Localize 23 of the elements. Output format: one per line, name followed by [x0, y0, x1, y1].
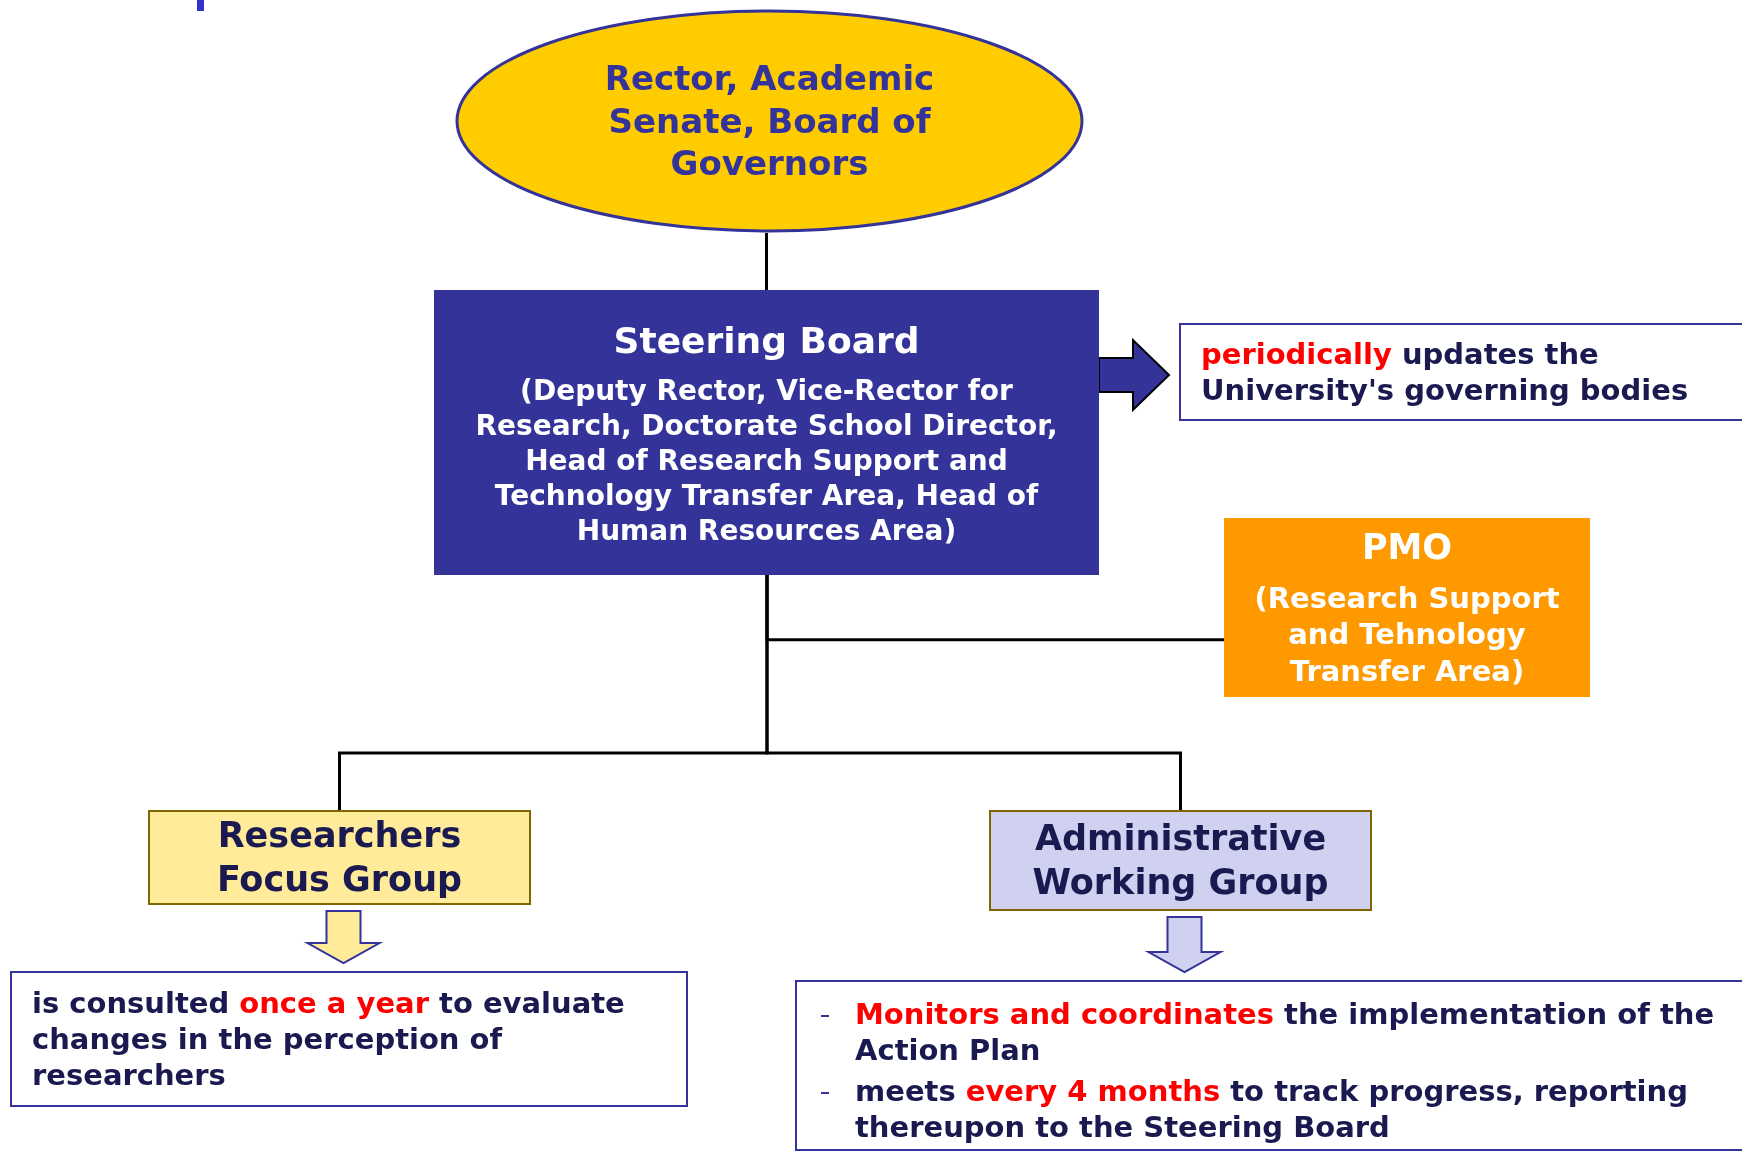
label-text: is consulted once a year to evaluate changes in the perception of researchers	[32, 984, 626, 1094]
block-arrow	[1144, 916, 1225, 974]
ellipse-node	[455, 9, 1084, 233]
label-text: Administrative Working Group	[1031, 816, 1330, 904]
heading: PMO	[1361, 526, 1453, 570]
label-text: (Research Support and Tehnology Transfer Area)	[1253, 580, 1561, 689]
note-box	[795, 980, 1742, 1151]
block-arrow	[1098, 337, 1171, 413]
block-arrow	[303, 910, 384, 965]
label-text: (Deputy Rector, Vice-Rector for Research, Doctorate School Director, Head of Research Support and Technology Transfer Area, Head of Human Resources Area)	[474, 372, 1059, 548]
label-text: periodically updates the University's governing bodies	[1201, 335, 1690, 409]
connector-line	[765, 233, 768, 290]
group-box	[148, 810, 531, 905]
process-box	[434, 290, 1099, 575]
connector-line	[765, 575, 1182, 810]
process-box	[1224, 518, 1590, 697]
label-text: Rector, Academic Senate, Board of Governors	[603, 57, 936, 185]
note-box	[10, 971, 688, 1107]
note-box	[1179, 323, 1742, 421]
label-text: meets every 4 months to track progress, reporting thereupon to the Steering Board	[855, 1072, 1689, 1145]
group-box	[989, 810, 1372, 911]
heading: Steering Board	[613, 318, 920, 363]
label-text: Researchers Focus Group	[215, 813, 464, 901]
